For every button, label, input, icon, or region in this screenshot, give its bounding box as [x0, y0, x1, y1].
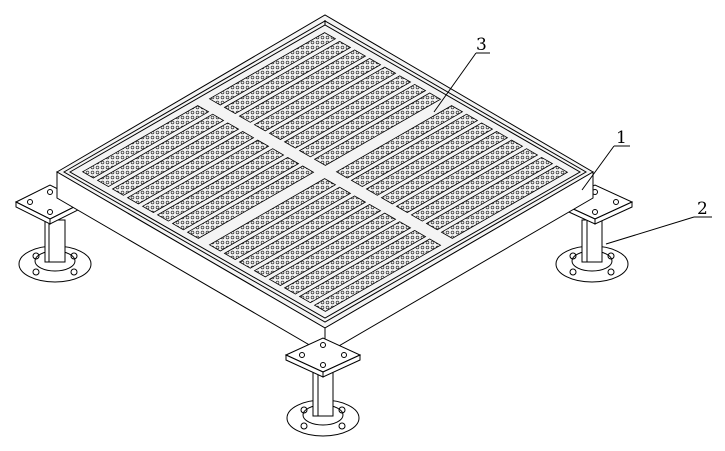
- callout-label-1: 1: [616, 128, 627, 148]
- grille-slot: [253, 58, 382, 132]
- leader-line-3: [433, 52, 477, 113]
- grille-slot: [283, 221, 412, 295]
- grille-slot: [111, 122, 240, 196]
- grille-slot: [268, 66, 397, 140]
- grille-slot: [440, 165, 569, 239]
- grille-slot: [238, 195, 367, 269]
- grille-slot: [141, 139, 270, 213]
- grille-slot: [395, 139, 524, 213]
- grille-slot: [283, 75, 412, 149]
- grille-slot: [425, 156, 554, 231]
- callout-3: 3: [433, 35, 490, 113]
- grille-slot: [335, 105, 464, 179]
- grille-slot: [313, 92, 442, 166]
- grille-slot: [156, 148, 285, 222]
- grille-slot: [81, 105, 210, 179]
- callout-1: 1: [581, 128, 630, 191]
- grille-slot: [380, 131, 509, 205]
- grille-slot: [96, 113, 225, 188]
- callout-label-2: 2: [697, 199, 708, 219]
- grille-slot: [365, 122, 494, 196]
- grille-slot: [208, 178, 337, 252]
- callout-label-3: 3: [476, 35, 487, 55]
- callout-2: 2: [605, 199, 712, 245]
- grille-slot: [208, 32, 337, 106]
- grille-slot: [410, 148, 539, 222]
- pedestal-front: [284, 337, 362, 437]
- perforated-grille: [81, 32, 569, 312]
- leader-line-2: [605, 216, 695, 245]
- grille-slot: [238, 49, 367, 123]
- grille-slot: [186, 165, 315, 239]
- grille-slot: [350, 113, 479, 188]
- leader-line-1: [581, 145, 615, 191]
- grille-slot: [298, 229, 427, 304]
- grille-slot: [223, 40, 352, 115]
- grille-slot: [253, 204, 382, 278]
- grille-slot: [313, 238, 442, 312]
- grille-slot: [171, 156, 300, 231]
- grille-slot: [126, 131, 255, 205]
- grille-slot: [298, 83, 427, 158]
- grille-slot: [268, 212, 397, 286]
- grille-slot: [223, 186, 352, 261]
